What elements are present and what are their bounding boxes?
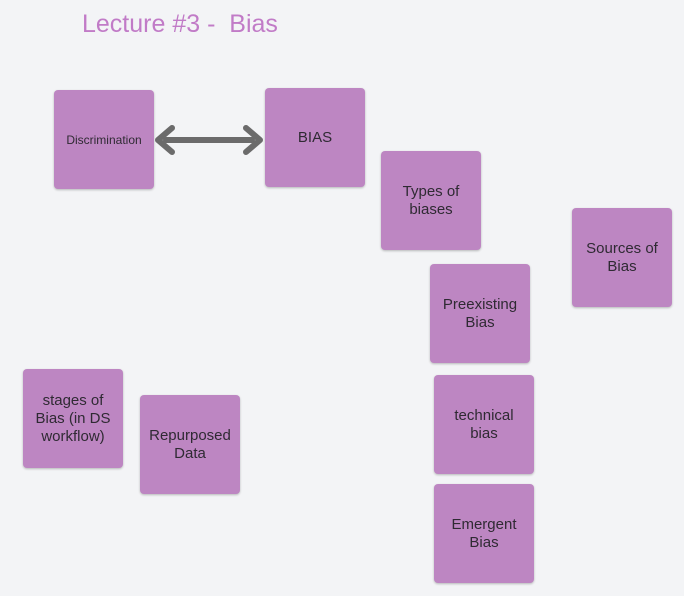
sticky-note-types-of-biases[interactable]: Types of biases	[381, 151, 481, 250]
page-title: Lecture #3 - Bias	[82, 10, 278, 38]
sticky-note-emergent-bias[interactable]: Emergent Bias	[434, 484, 534, 583]
sticky-note-discrimination[interactable]: Discrimination	[54, 90, 154, 189]
sticky-note-sources-of-bias[interactable]: Sources of Bias	[572, 208, 672, 307]
sticky-note-repurposed-data[interactable]: Repurposed Data	[140, 395, 240, 494]
sticky-note-bias[interactable]: BIAS	[265, 88, 365, 187]
sticky-note-technical-bias[interactable]: technical bias	[434, 375, 534, 474]
sticky-note-preexisting-bias[interactable]: Preexisting Bias	[430, 264, 530, 363]
sticky-note-stages-of-bias[interactable]: stages of Bias (in DS workflow)	[23, 369, 123, 468]
double-arrow-icon[interactable]	[152, 123, 266, 157]
